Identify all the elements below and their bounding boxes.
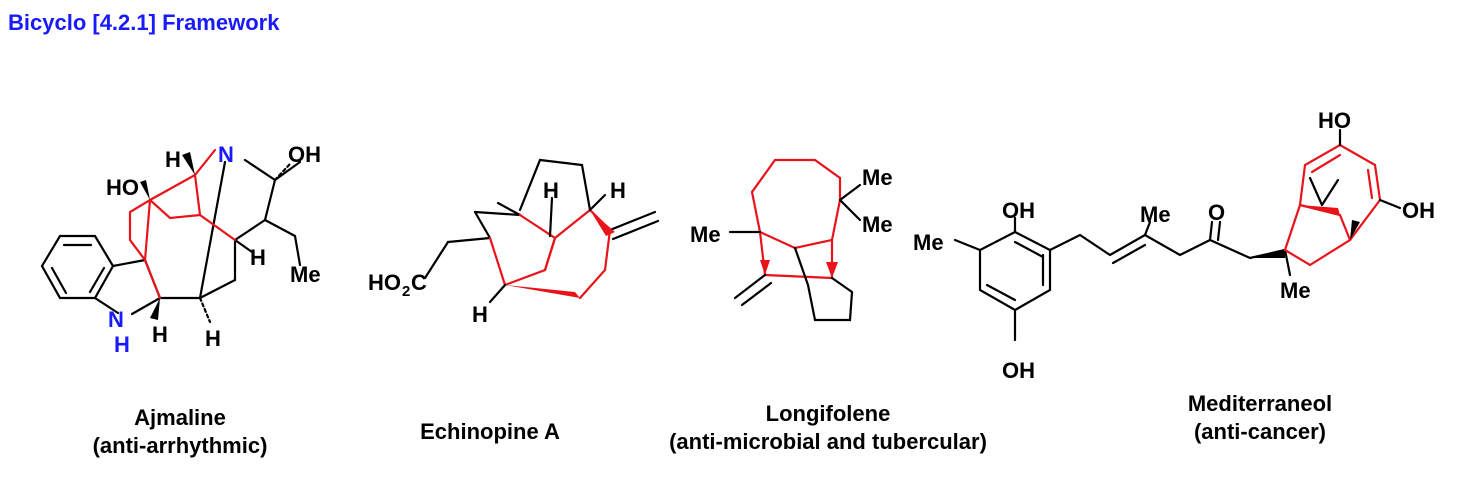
caption-mediterraneol: Mediterraneol (anti-cancer) xyxy=(1135,390,1385,446)
ajmaline-nh-n: N xyxy=(108,307,124,332)
compound-name-longifolene: Longifolene xyxy=(765,401,891,426)
mediterraneol-me2: Me xyxy=(1140,202,1171,227)
echinopine-a-structure: H H HO 2 C H xyxy=(368,158,660,327)
ajmaline-h3: H xyxy=(152,322,168,347)
longifolene-me1: Me xyxy=(690,222,721,247)
compound-name-ajmaline: Ajmaline xyxy=(134,405,226,430)
echinopine-h2: H xyxy=(610,178,626,203)
longifolene-structure: Me Me Me xyxy=(690,158,893,322)
caption-ajmaline: Ajmaline (anti-arrhythmic) xyxy=(50,404,310,460)
ajmaline-h1: H xyxy=(165,147,181,172)
compound-activity-mediterraneol: (anti-cancer) xyxy=(1193,419,1327,444)
compound-activity-ajmaline: (anti-arrhythmic) xyxy=(92,433,268,458)
ajmaline-nh-h: H xyxy=(114,332,130,357)
compound-activity-longifolene: (anti-microbial and tubercular) xyxy=(669,429,987,454)
longifolene-me2: Me xyxy=(862,165,893,190)
compound-name-mediterraneol: Mediterraneol xyxy=(1187,391,1333,416)
mediterraneol-oh1: OH xyxy=(1002,198,1035,223)
mediterraneol-aromatic-ring xyxy=(978,230,1052,312)
echinopine-ho2c-ho: HO xyxy=(368,270,401,295)
echinopine-ho2c-sub: 2 xyxy=(402,283,410,300)
mediterraneol-structure: OH Me Me O HO OH Me OH xyxy=(913,108,1435,383)
ajmaline-structure: H N OH HO H Me N H H H xyxy=(40,142,321,357)
ajmaline-h4: H xyxy=(205,326,221,351)
mediterraneol-me3: Me xyxy=(1280,278,1311,303)
ajmaline-ho: HO xyxy=(106,175,139,200)
ajmaline-h2: H xyxy=(250,245,266,270)
longifolene-me3: Me xyxy=(862,212,893,237)
caption-echinopine-a: Echinopine A xyxy=(380,418,600,446)
echinopine-h1: H xyxy=(543,178,559,203)
mediterraneol-oh3: OH xyxy=(1002,358,1035,383)
mediterraneol-o: O xyxy=(1208,200,1225,225)
mediterraneol-ho: HO xyxy=(1318,108,1351,133)
compound-name-echinopine-a: Echinopine A xyxy=(420,419,560,444)
ajmaline-me: Me xyxy=(290,262,321,287)
caption-longifolene: Longifolene (anti-microbial and tubercul… xyxy=(618,400,1038,456)
echinopine-h3: H xyxy=(472,302,488,327)
mediterraneol-oh2: OH xyxy=(1402,198,1435,223)
ajmaline-n: N xyxy=(218,142,234,167)
ajmaline-oh: OH xyxy=(288,142,321,167)
mediterraneol-me1: Me xyxy=(913,230,944,255)
page-title: Bicyclo [4.2.1] Framework xyxy=(8,10,280,35)
echinopine-ho2c-c: C xyxy=(411,270,427,295)
